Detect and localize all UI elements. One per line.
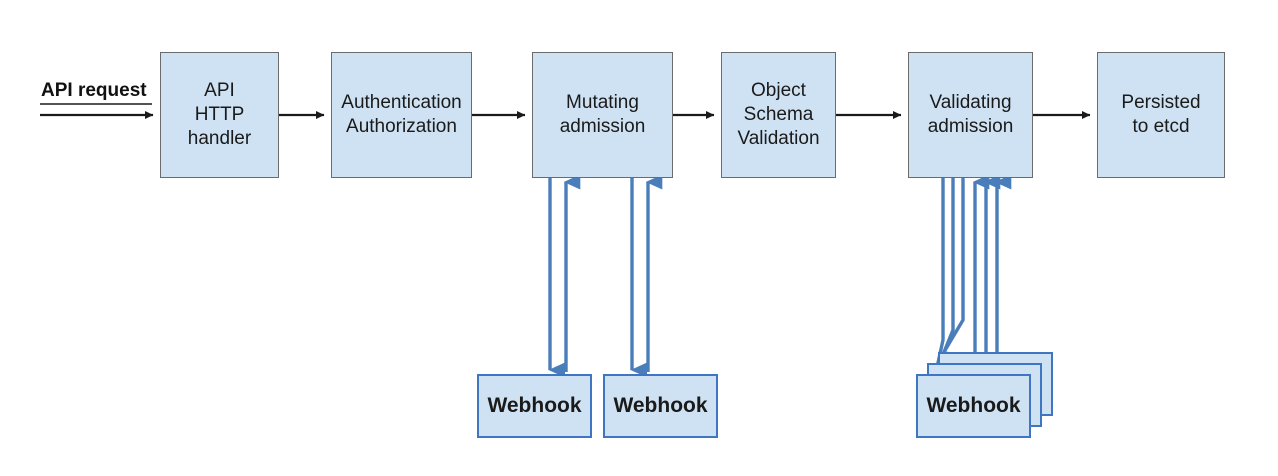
webhook-box-validating-stack-front[interactable]: Webhook xyxy=(916,374,1031,438)
pipeline-box-mutating-admission[interactable]: Mutating admission xyxy=(532,52,673,178)
pipeline-box-persisted-to-etcd[interactable]: Persisted to etcd xyxy=(1097,52,1225,178)
webhook-box-mutating-2[interactable]: Webhook xyxy=(603,374,718,438)
arrow-validating-call-webhook-stack-1 xyxy=(934,178,953,383)
pipeline-box-authentication-authorization[interactable]: Authentication Authorization xyxy=(331,52,472,178)
arrow-validating-call-webhook-stack-2 xyxy=(938,178,957,375)
pipeline-box-object-schema-validation[interactable]: Object Schema Validation xyxy=(721,52,836,178)
pipeline-box-api-http-handler[interactable]: API HTTP handler xyxy=(160,52,279,178)
arrow-validating-call-webhook-stack-3 xyxy=(942,178,965,367)
api-request-label: API request xyxy=(41,80,147,101)
webhook-box-mutating-1[interactable]: Webhook xyxy=(477,374,592,438)
pipeline-box-validating-admission[interactable]: Validating admission xyxy=(908,52,1033,178)
